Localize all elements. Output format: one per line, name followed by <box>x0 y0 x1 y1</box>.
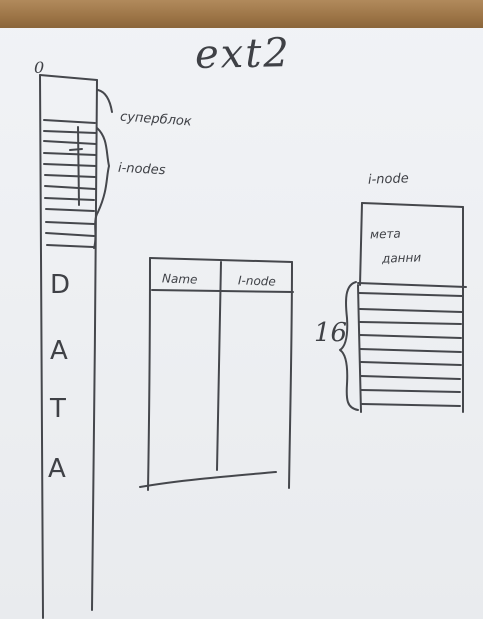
data-letter-a1: A <box>50 336 68 366</box>
disk-layout-column <box>39 74 98 619</box>
block-pointer-count: 16 <box>314 318 348 348</box>
superblock-region <box>43 119 97 248</box>
data-letter-d: D <box>50 270 71 300</box>
directory-column-inode: I-node <box>237 273 277 289</box>
inode-title: i-node <box>367 171 409 188</box>
offset-zero-label: 0 <box>34 58 45 77</box>
inodes-brace <box>93 127 110 249</box>
inode-meta-label: мета <box>369 226 402 242</box>
directory-table-drawing <box>139 257 294 491</box>
page-title: ext2 <box>194 30 292 78</box>
directory-column-name: Name <box>161 271 198 287</box>
inode-data-label: данни <box>381 250 422 266</box>
inodes-label: i-nodes <box>117 160 166 179</box>
data-letter-a2: A <box>48 454 66 484</box>
data-letter-t: T <box>50 394 66 424</box>
inode-block-drawing <box>339 202 467 413</box>
superblock-pointer <box>97 89 113 113</box>
wooden-frame <box>0 0 483 28</box>
